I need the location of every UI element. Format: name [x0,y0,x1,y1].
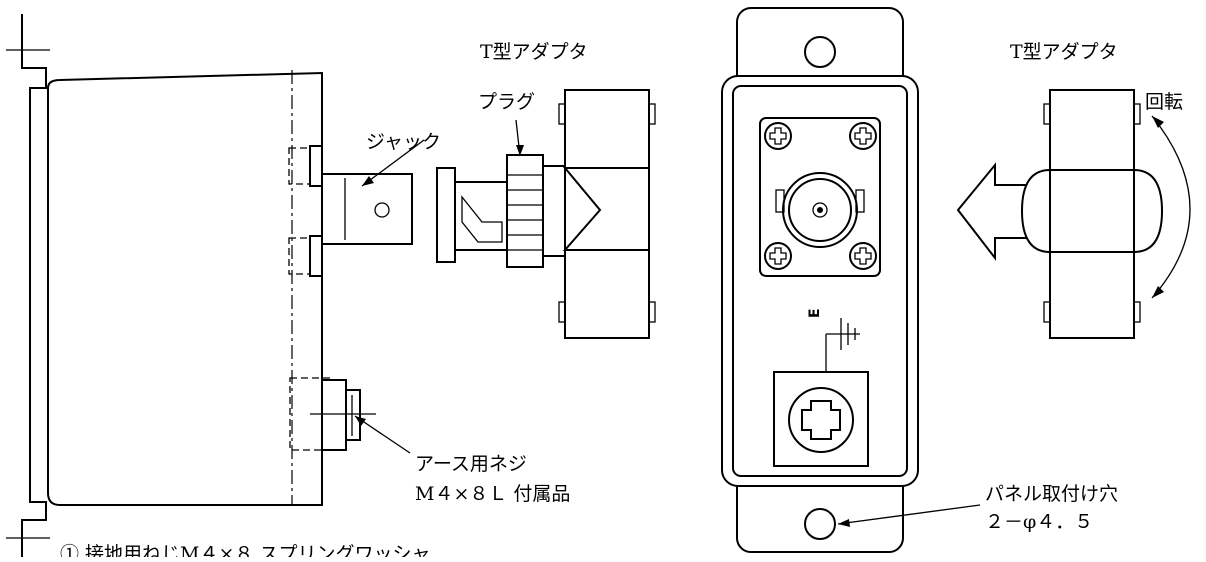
ground-label: E [807,308,823,318]
footnote: ① 接地用ねじM４×８ スプリングワッシャ [60,543,430,557]
jack-label: ジャック [366,131,441,153]
mounting-panel [21,14,47,557]
front-view: E パネル取付け穴 ２－φ４．５ [721,7,1191,553]
bnc-jack-outer [782,172,858,248]
panel-hole-label-1: パネル取付け穴 [985,483,1118,505]
plug-label: プラグ [478,91,535,113]
screw-tl [764,122,792,150]
enclosure-body [47,71,323,506]
screw-bl [764,242,792,270]
side-view: プラグ ジャック T型アダプタ アース用ネジ M４×８Ｌ 付属品 ① 接地用ねじ… [6,14,656,562]
panel-hole-label-2: ２－φ４．５ [985,511,1093,533]
ground-symbol: E [807,308,860,372]
panel-hole-bottom [804,508,836,540]
t-adapter-front [1020,89,1164,339]
t-adapter-label-left: T型アダプタ [480,41,588,63]
rotation-label: 回転 [1145,91,1183,113]
t-adapter-label-right: T型アダプタ [1010,41,1118,63]
jack [321,173,413,245]
screw-tr [849,122,877,150]
earth-screw-label-2: M４×８Ｌ 付属品 [415,483,570,505]
t-adapter-side [558,89,656,339]
screw-br [849,242,877,270]
panel-hole-top [804,36,836,68]
rotation-arc [1151,115,1191,299]
bnc-plug [436,154,566,268]
earth-screw-label-1: アース用ネジ [415,453,527,475]
